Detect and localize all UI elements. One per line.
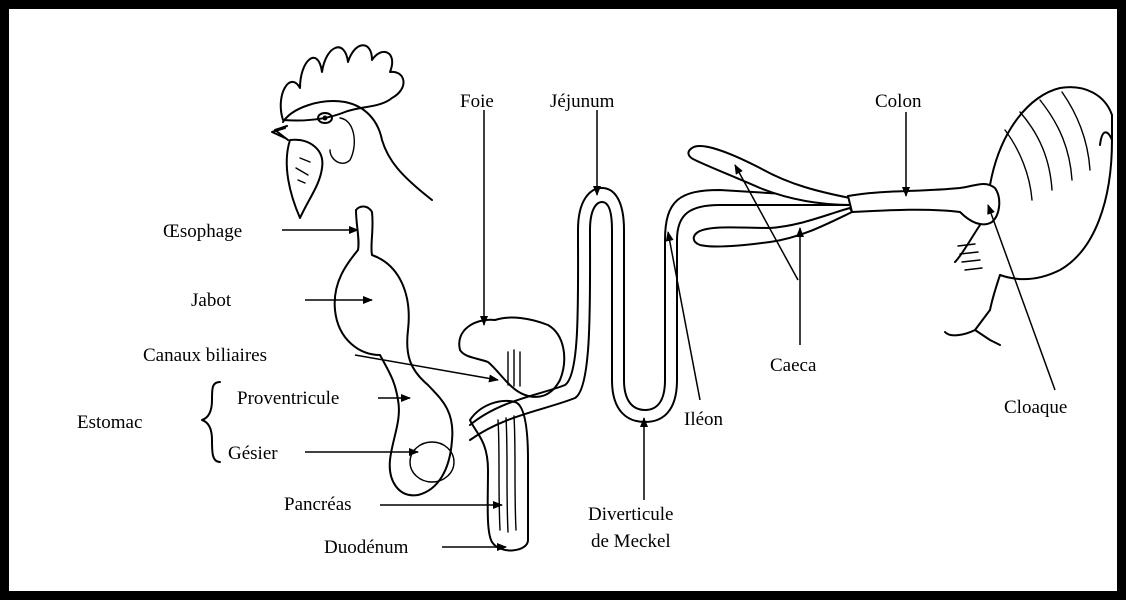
label-jabot: Jabot bbox=[191, 290, 232, 311]
label-cloaque: Cloaque bbox=[1004, 397, 1067, 418]
label-caeca: Caeca bbox=[770, 355, 817, 376]
labels: Œsophage Jabot Canaux biliaires Estomac … bbox=[77, 91, 1067, 558]
label-pancreas: Pancréas bbox=[284, 494, 352, 515]
label-diverticule-line1: Diverticule bbox=[588, 504, 673, 525]
label-ileon: Iléon bbox=[684, 409, 724, 430]
rooster-head bbox=[272, 45, 432, 218]
label-gesier: Gésier bbox=[228, 443, 278, 464]
label-canaux-biliaires: Canaux biliaires bbox=[143, 345, 267, 366]
intestine bbox=[470, 146, 999, 440]
label-diverticule-line2: de Meckel bbox=[591, 531, 671, 552]
label-oesophage: Œsophage bbox=[163, 221, 242, 242]
label-duodenum: Duodénum bbox=[324, 537, 409, 558]
label-proventricule: Proventricule bbox=[237, 388, 339, 409]
label-estomac: Estomac bbox=[77, 412, 142, 433]
liver bbox=[459, 318, 564, 397]
label-foie: Foie bbox=[460, 91, 494, 112]
label-colon: Colon bbox=[875, 91, 922, 112]
label-jejunum: Jéjunum bbox=[550, 91, 615, 112]
estomac-brace bbox=[202, 382, 220, 462]
